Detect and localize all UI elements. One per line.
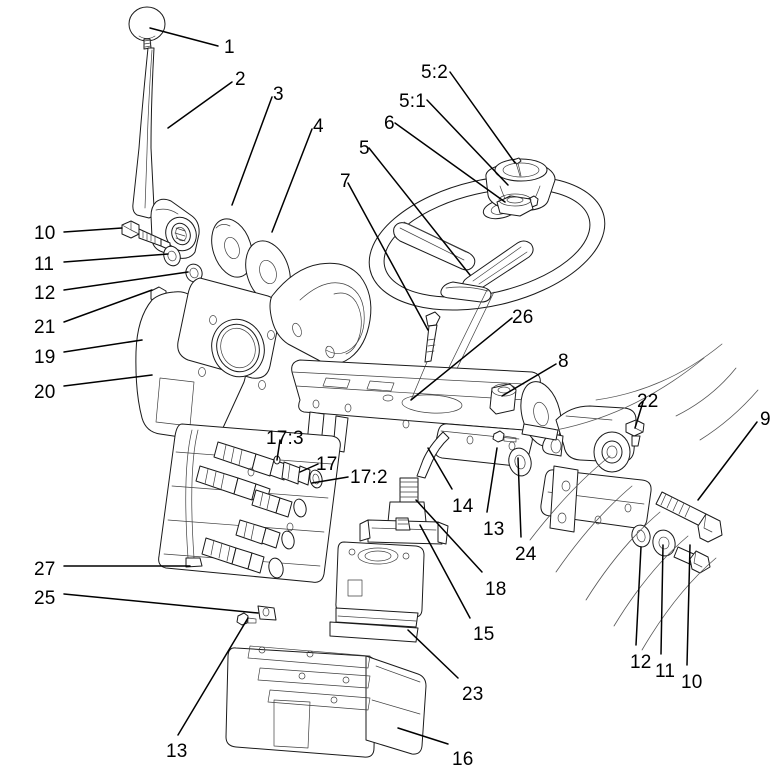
callout-label-4: 4 <box>313 116 324 137</box>
callout-label-21: 21 <box>34 317 56 338</box>
leader-line-21 <box>63 289 153 323</box>
callout-label-3: 3 <box>273 84 284 105</box>
callout-label-10: 10 <box>34 223 56 244</box>
callout-label-20: 20 <box>34 382 56 403</box>
bolt-26 <box>410 311 441 401</box>
leader-line-22 <box>634 401 644 429</box>
callout-label-5:1: 5:1 <box>399 91 427 112</box>
leader-line-5:2 <box>449 71 516 164</box>
leader-line-19 <box>63 339 143 353</box>
leader-line-9 <box>697 421 758 501</box>
callout-label-12: 12 <box>34 283 56 304</box>
leader-line-15 <box>419 524 471 619</box>
leader-line-24 <box>517 457 522 538</box>
leader-line-4 <box>271 128 313 233</box>
leader-line-2 <box>167 81 233 129</box>
leader-line-26 <box>410 317 513 401</box>
leader-line-25 <box>63 593 259 614</box>
leader-line-7 <box>347 182 429 331</box>
callout-label-23: 23 <box>462 684 484 705</box>
callout-label-7: 7 <box>340 171 351 192</box>
hydraulic-manifold <box>158 423 341 583</box>
leader-line-5 <box>368 147 471 276</box>
callout-label-14: 14 <box>452 496 474 517</box>
callout-label-6: 6 <box>384 113 395 134</box>
callout-label-13b: 13 <box>166 741 188 762</box>
callout-label-2: 2 <box>235 69 246 90</box>
leader-line-17 <box>299 463 319 473</box>
leader-line-12b <box>635 546 642 646</box>
callout-label-12b: 12 <box>630 652 652 673</box>
leader-line-16 <box>397 727 449 745</box>
leader-line-3 <box>231 96 273 206</box>
callout-label-25: 25 <box>34 588 56 609</box>
callout-label-5: 5 <box>359 138 370 159</box>
leader-line-8 <box>501 363 557 397</box>
leader-lines <box>63 27 758 745</box>
leader-line-10 <box>63 227 123 233</box>
leader-line-1 <box>149 27 219 47</box>
callout-label-1: 1 <box>224 37 235 58</box>
leader-line-11 <box>63 253 169 263</box>
leader-line-6 <box>394 122 506 203</box>
callout-label-16: 16 <box>452 749 474 770</box>
leader-line-12 <box>63 271 189 291</box>
callout-label-18: 18 <box>485 579 507 600</box>
callout-label-11b: 11 <box>655 661 676 682</box>
cover-panel <box>225 605 427 758</box>
right-mount-hardware <box>489 343 759 651</box>
callout-label-9: 9 <box>760 409 771 430</box>
shift-lever-assembly <box>128 6 200 259</box>
leader-line-17:2 <box>311 476 349 484</box>
steering-control-valve <box>329 477 449 643</box>
leader-line-5:1 <box>426 99 509 186</box>
callout-label-24: 24 <box>515 544 537 565</box>
leader-line-10b <box>686 544 691 666</box>
leader-line-13a <box>486 447 498 513</box>
callout-label-17: 17 <box>316 454 338 475</box>
callout-label-26: 26 <box>512 307 534 328</box>
steering-wheel-nut <box>496 193 534 217</box>
callout-label-17:2: 17:2 <box>350 467 388 488</box>
callout-label-8: 8 <box>558 351 569 372</box>
leader-line-13b <box>177 617 249 736</box>
callout-label-17:3: 17:3 <box>266 428 304 449</box>
leader-line-20 <box>63 374 153 387</box>
callout-label-15: 15 <box>473 624 495 645</box>
leader-line-18 <box>415 499 483 573</box>
callout-label-27: 27 <box>34 559 56 580</box>
callout-label-22: 22 <box>637 391 659 412</box>
callout-label-10b: 10 <box>681 672 703 693</box>
leader-line-14 <box>427 447 453 490</box>
callout-label-19: 19 <box>34 347 56 368</box>
leader-line-11b <box>660 544 664 655</box>
callout-label-11: 11 <box>34 254 55 275</box>
leader-line-17:3 <box>276 439 281 461</box>
callout-label-5:2: 5:2 <box>421 62 449 83</box>
steering-tower-casting <box>135 262 372 441</box>
leader-line-23 <box>407 629 459 679</box>
callout-label-13a: 13 <box>483 519 505 540</box>
